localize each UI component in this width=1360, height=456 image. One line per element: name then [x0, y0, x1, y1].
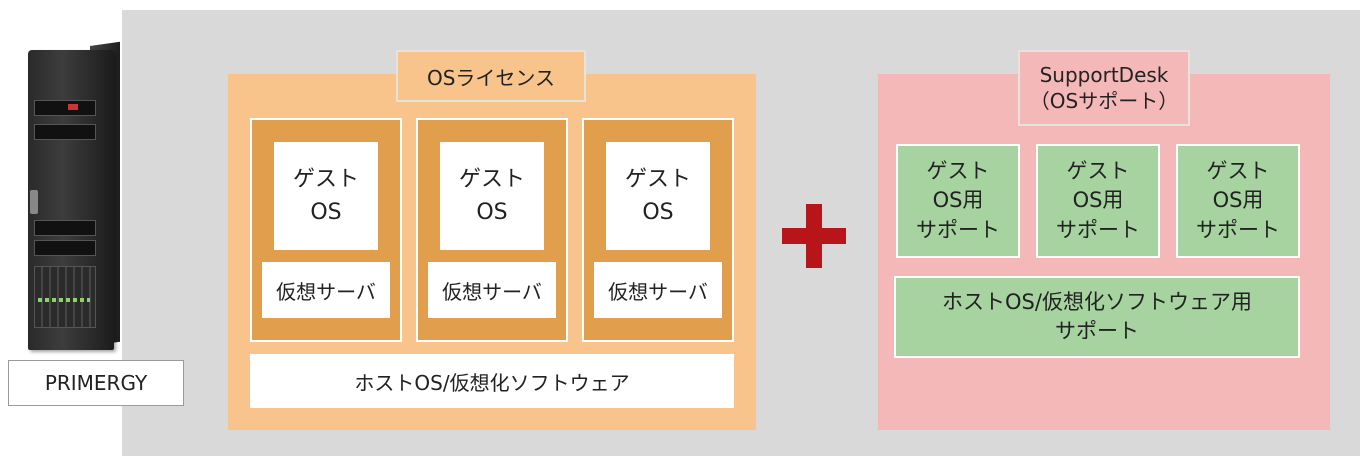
virtual-server-box: 仮想サーバ	[594, 262, 722, 318]
virtual-server-box: 仮想サーバ	[262, 262, 390, 318]
drive-bay	[34, 100, 96, 116]
guest-os-support-box: ゲスト OS用 サポート	[1176, 144, 1300, 258]
plus-icon-bar	[782, 228, 846, 244]
server-logo-icon	[68, 104, 78, 110]
support-title-sub: （OSサポート）	[1029, 89, 1179, 113]
server-image	[10, 40, 130, 360]
os-license-title: OSライセンス	[396, 50, 586, 102]
vm-column: ゲスト OS 仮想サーバ	[416, 118, 568, 342]
guest-os-box: ゲスト OS	[606, 142, 710, 250]
guest-os-support-box: ゲスト OS用 サポート	[896, 144, 1020, 258]
drive-bay	[34, 220, 96, 236]
status-leds	[38, 298, 90, 302]
guest-os-box: ゲスト OS	[274, 142, 378, 250]
host-os-support-box: ホストOS/仮想化ソフトウェア用 サポート	[894, 276, 1300, 358]
vm-column: ゲスト OS 仮想サーバ	[582, 118, 734, 342]
drive-bay	[34, 124, 96, 140]
server-handle	[30, 190, 38, 214]
support-title: SupportDesk （OSサポート）	[1018, 50, 1190, 126]
host-support-line1: ホストOS/仮想化ソフトウェア用	[942, 289, 1252, 314]
host-support-line2: サポート	[1055, 319, 1139, 343]
vm-column: ゲスト OS 仮想サーバ	[250, 118, 402, 342]
guest-os-box: ゲスト OS	[440, 142, 544, 250]
drive-bay	[34, 240, 96, 256]
host-os-box: ホストOS/仮想化ソフトウェア	[250, 354, 734, 408]
server-label: PRIMERGY	[8, 360, 184, 406]
disk-array	[34, 266, 96, 328]
virtual-server-box: 仮想サーバ	[428, 262, 556, 318]
guest-os-support-box: ゲスト OS用 サポート	[1036, 144, 1160, 258]
support-title-name: SupportDesk	[1039, 63, 1169, 87]
